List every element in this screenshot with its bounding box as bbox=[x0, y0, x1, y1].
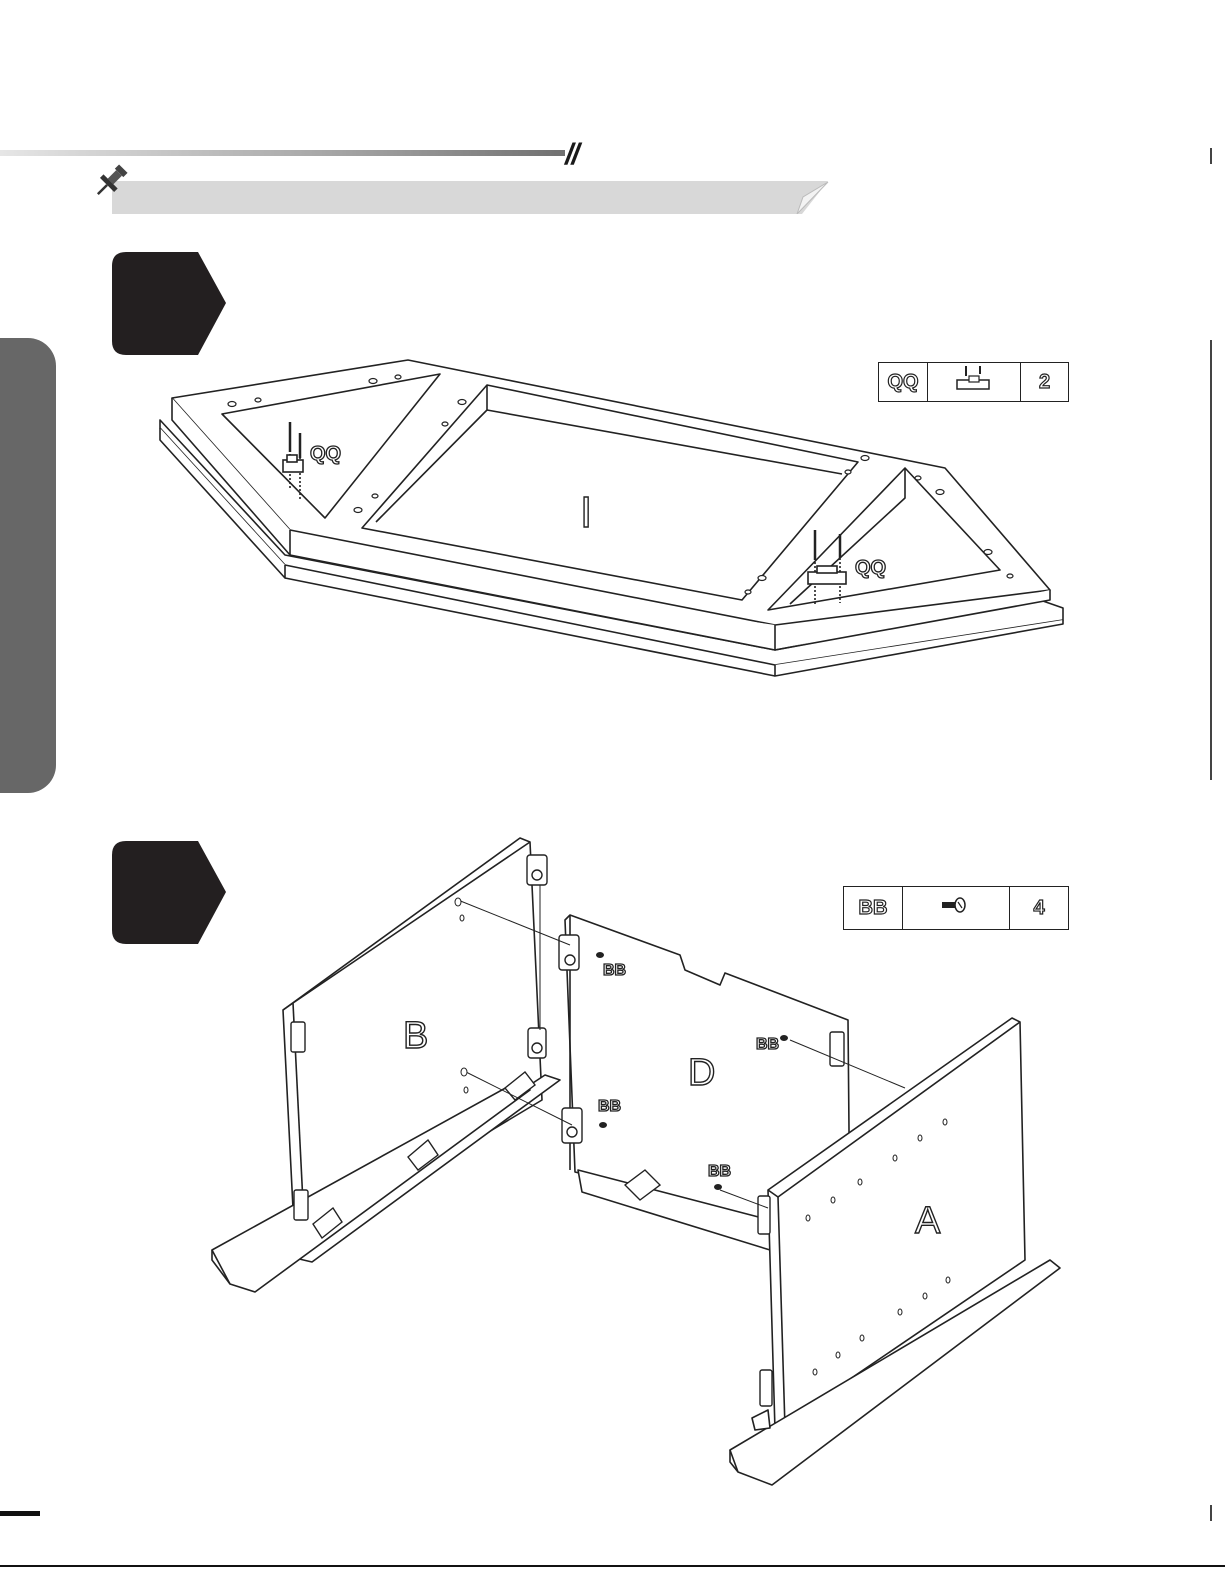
cabinet-assembly-illustration bbox=[200, 830, 1070, 1490]
header-rule bbox=[0, 150, 565, 156]
section-side-tab bbox=[0, 338, 56, 793]
panel-label-d: D bbox=[688, 1052, 715, 1095]
panel-label-a: A bbox=[915, 1200, 940, 1243]
section-banner bbox=[112, 181, 802, 214]
part-label-bb: BB bbox=[756, 1036, 779, 1054]
edge-mark bbox=[1210, 340, 1212, 780]
part-label-qq-left: QQ bbox=[310, 443, 341, 466]
panel-label-b: B bbox=[403, 1015, 428, 1058]
part-label-bb: BB bbox=[603, 962, 626, 980]
edge-mark bbox=[1210, 148, 1212, 164]
header-slashes: // bbox=[565, 138, 578, 172]
part-label-qq-right: QQ bbox=[855, 557, 886, 580]
part-label-bb: BB bbox=[708, 1163, 731, 1181]
footer-mark bbox=[0, 1511, 40, 1516]
step-badge-1 bbox=[112, 252, 228, 355]
part-label-bb: BB bbox=[598, 1098, 621, 1116]
banner-fold-corner bbox=[795, 181, 835, 214]
pushpin-icon bbox=[92, 160, 132, 200]
footer-rule bbox=[0, 1565, 1225, 1567]
edge-mark bbox=[1210, 1505, 1212, 1521]
base-frame-illustration bbox=[150, 355, 1070, 685]
panel-label-i: I bbox=[580, 488, 592, 538]
